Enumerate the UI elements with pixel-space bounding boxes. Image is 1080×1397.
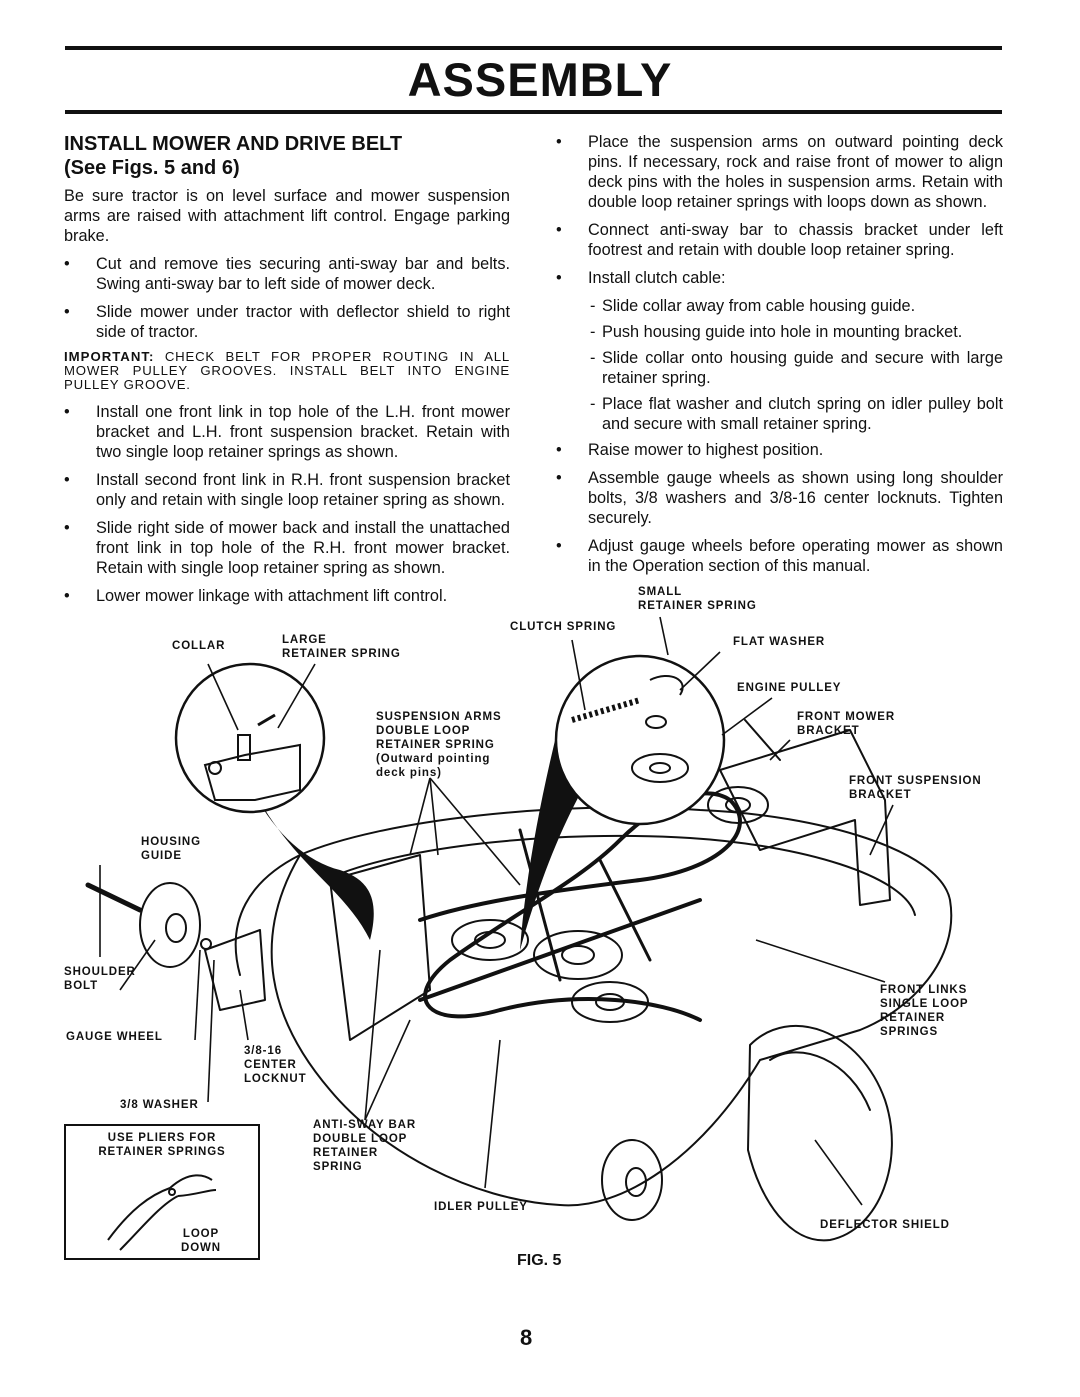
sub-step: Slide collar away from cable housing gui… bbox=[556, 296, 1003, 316]
list-item: Adjust gauge wheels before operating mow… bbox=[556, 536, 1003, 576]
label-suspension-arms: SUSPENSION ARMS DOUBLE LOOP RETAINER SPR… bbox=[376, 711, 502, 779]
right-column: Place the suspension arms on outward poi… bbox=[556, 132, 1003, 584]
label-center-locknut: 3/8-16 CENTER LOCKNUT bbox=[244, 1045, 307, 1085]
list-item: Place the suspension arms on outward poi… bbox=[556, 132, 1003, 212]
list-item: Slide mower under tractor with deflector… bbox=[64, 302, 510, 342]
list-item: Install one front link in top hole of th… bbox=[64, 402, 510, 462]
label-deflector-shield: DEFLECTOR SHIELD bbox=[820, 1219, 950, 1231]
label-collar: COLLAR bbox=[172, 640, 226, 652]
left-column: INSTALL MOWER AND DRIVE BELT (See Figs. … bbox=[64, 132, 510, 614]
list-item: Raise mower to highest position. bbox=[556, 440, 1003, 460]
list-item: Install clutch cable: bbox=[556, 268, 1003, 288]
label-flat-washer: FLAT WASHER bbox=[733, 636, 826, 648]
page-header-title: ASSEMBLY bbox=[407, 53, 673, 106]
list-item: Connect anti-sway bar to chassis bracket… bbox=[556, 220, 1003, 260]
pliers-tip-box bbox=[64, 1124, 260, 1260]
list-item: Cut and remove ties securing anti-sway b… bbox=[64, 254, 510, 294]
page-number: 8 bbox=[520, 1325, 533, 1350]
section-title: INSTALL MOWER AND DRIVE BELT bbox=[64, 133, 403, 155]
header-rule-bottom bbox=[65, 110, 1002, 114]
section-subtitle: (See Figs. 5 and 6) bbox=[64, 157, 240, 179]
sub-step: Slide collar onto housing guide and secu… bbox=[556, 348, 1003, 388]
label-idler-pulley: IDLER PULLEY bbox=[434, 1201, 528, 1213]
pliers-icon bbox=[107, 1174, 217, 1251]
list-item: Install second front link in R.H. front … bbox=[64, 470, 510, 510]
label-anti-sway-bar: ANTI-SWAY BAR DOUBLE LOOP RETAINER SPRIN… bbox=[313, 1119, 417, 1173]
mower-assembly-illustration bbox=[85, 616, 953, 1251]
header-rule-top bbox=[65, 46, 1002, 50]
sub-step: Place flat washer and clutch spring on i… bbox=[556, 394, 1003, 434]
label-front-links: FRONT LINKS SINGLE LOOP RETAINER SPRINGS bbox=[880, 984, 969, 1038]
important-note: IMPORTANT: CHECK BELT FOR PROPER ROUTING… bbox=[64, 349, 510, 392]
list-item: Assemble gauge wheels as shown using lon… bbox=[556, 468, 1003, 528]
label-washer: 3/8 WASHER bbox=[120, 1099, 199, 1111]
intro-paragraph: Be sure tractor is on level surface and … bbox=[64, 187, 510, 245]
label-engine-pulley: ENGINE PULLEY bbox=[737, 682, 842, 694]
label-gauge-wheel: GAUGE WHEEL bbox=[66, 1031, 163, 1043]
list-item: Slide right side of mower back and insta… bbox=[64, 518, 510, 578]
list-item: Lower mower linkage with attachment lift… bbox=[64, 586, 510, 606]
figure-caption: FIG. 5 bbox=[517, 1252, 562, 1269]
label-clutch-spring: CLUTCH SPRING bbox=[510, 621, 617, 633]
sub-step: Push housing guide into hole in mounting… bbox=[556, 322, 1003, 342]
